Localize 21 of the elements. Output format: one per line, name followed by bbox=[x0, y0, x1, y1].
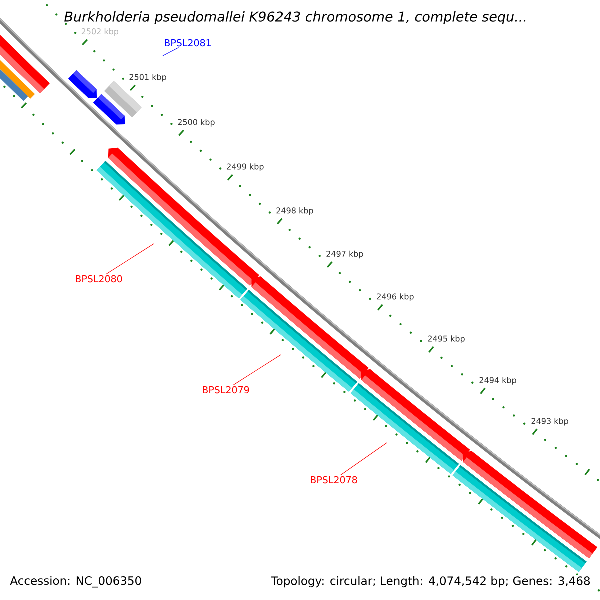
tick-label: 2495 kbp bbox=[428, 336, 465, 344]
leader-line bbox=[340, 442, 388, 476]
tick-label: 2497 kbp bbox=[326, 250, 364, 259]
leader-line bbox=[162, 48, 180, 56]
tick-label: 2493 kbp bbox=[532, 418, 568, 426]
tick-label: 2501 kbp bbox=[130, 74, 166, 82]
gene-label: BPSL2081 bbox=[165, 39, 211, 47]
tick-label: 2496 kbp bbox=[377, 294, 414, 302]
tick-label: 2498 kbp bbox=[276, 208, 314, 216]
gene-label: BPSL2078 bbox=[311, 476, 358, 484]
title: Burkholderia pseudomallei K96243 chromosome 1, complete sequ... bbox=[64, 11, 526, 25]
accession-text: Accession: NC_006350 bbox=[9, 575, 144, 589]
gene-label: BPSL2080 bbox=[76, 275, 122, 283]
tick-label: 2499 kbp bbox=[227, 164, 264, 172]
leader-line bbox=[233, 354, 282, 386]
summary-text: Topology: circular; Length: 4,074,542 bp; Genes: 3,468 bbox=[270, 575, 592, 589]
leader-line bbox=[106, 244, 154, 274]
gene-label: BPSL2079 bbox=[203, 386, 250, 394]
tick-label: 2494 kbp bbox=[480, 377, 516, 385]
tick-label: 2502 kbp bbox=[82, 28, 119, 36]
tick-label: 2500 kbp bbox=[178, 119, 215, 127]
